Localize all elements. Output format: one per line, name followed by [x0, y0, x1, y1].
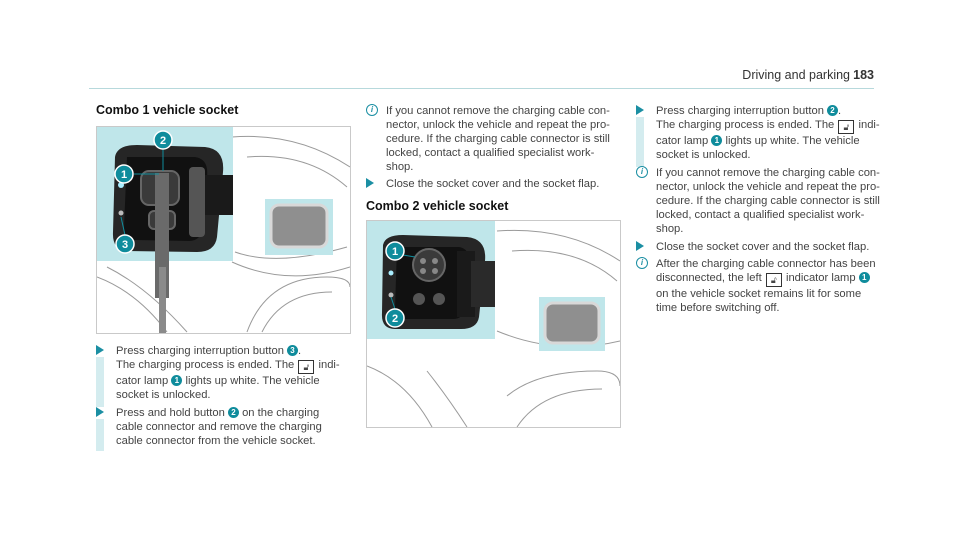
step-arrow-icon	[636, 241, 644, 251]
combo2-note-lamp: i After the charging cable connector has…	[636, 257, 894, 315]
svg-text:1: 1	[392, 246, 398, 258]
combo2-note-unlock: i If you cannot remove the charging cabl…	[636, 166, 894, 236]
step-arrow-icon	[96, 407, 104, 417]
step-arrow-icon	[636, 105, 644, 115]
unlock-icon: 🔓︎	[298, 360, 315, 374]
callout-2: 2	[385, 308, 405, 328]
callout-ref-1: 1	[711, 135, 723, 146]
unlock-icon: 🔓︎	[838, 120, 855, 134]
callout-ref-1: 1	[858, 272, 870, 283]
callout-3: 3	[115, 234, 135, 254]
combo1-title: Combo 1 vehicle socket	[96, 103, 239, 117]
section-title: Driving and parking	[742, 68, 850, 82]
callout-ref-2: 2	[827, 105, 839, 116]
combo2-illustration: 1 2	[366, 220, 621, 428]
combo1-note-unlock: i If you cannot remove the charging cabl…	[366, 104, 622, 174]
info-icon: i	[366, 104, 378, 116]
combo1-step-remove: Press and hold button 2 on the charging …	[96, 406, 352, 451]
svg-text:2: 2	[160, 135, 166, 147]
callout-1: 1	[385, 241, 405, 261]
combo2-step-interrupt: Press charging interruption button 2. Th…	[636, 104, 894, 167]
svg-text:3: 3	[122, 239, 128, 251]
combo1-illustration: 1 2 3	[96, 126, 351, 334]
combo2-title: Combo 2 vehicle socket	[366, 199, 509, 213]
callout-ref-1: 1	[171, 375, 183, 386]
step-arrow-icon	[366, 178, 374, 188]
step-arrow-icon	[96, 345, 104, 355]
header-divider	[89, 88, 874, 89]
unlock-icon: 🔓︎	[765, 273, 782, 287]
callout-ref-3: 3	[287, 345, 299, 356]
callout-2: 2	[153, 130, 173, 150]
combo2-step-close: Close the socket cover and the socket fl…	[636, 240, 894, 254]
combo1-step-close: Close the socket cover and the socket fl…	[366, 177, 622, 191]
combo1-step-interrupt: Press charging interruption button 3. Th…	[96, 344, 352, 407]
svg-text:2: 2	[392, 313, 398, 325]
page-number: 183	[853, 68, 874, 82]
callout-1: 1	[114, 164, 134, 184]
info-icon: i	[636, 257, 648, 269]
callout-ref-2: 2	[227, 407, 239, 418]
info-icon: i	[636, 166, 648, 178]
svg-text:1: 1	[121, 169, 127, 181]
